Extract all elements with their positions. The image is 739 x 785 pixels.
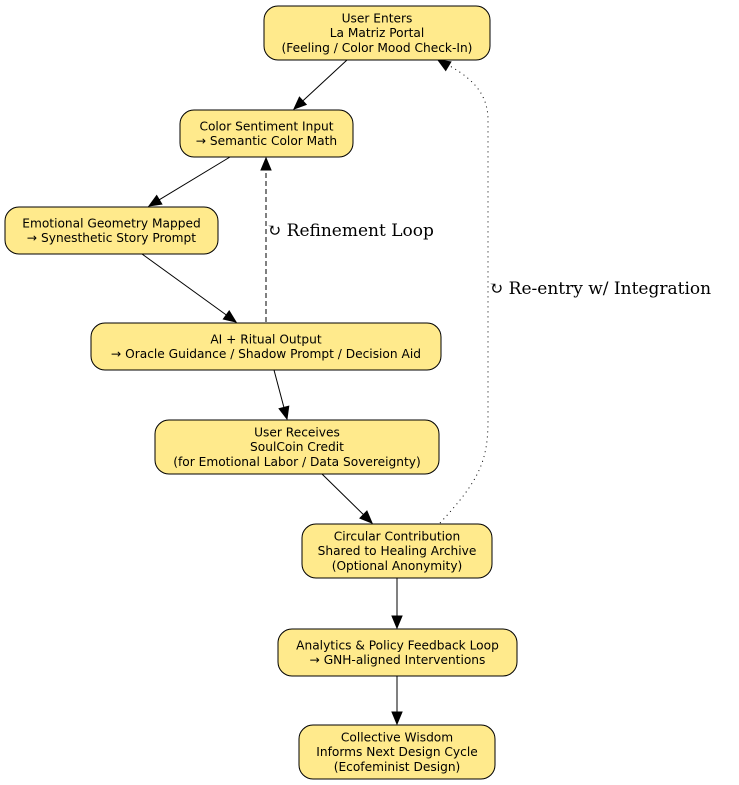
edge-ai-output-to-soulcoin [273, 369, 290, 421]
node-label-line: → Synesthetic Story Prompt [27, 231, 196, 245]
arrowhead [436, 59, 452, 72]
node-box [301, 523, 493, 579]
edge-line [157, 156, 231, 202]
edge-label: ↻ Refinement Loop [267, 221, 434, 241]
node-box [298, 724, 496, 780]
arrowhead [278, 405, 290, 421]
arrowhead [147, 194, 163, 207]
edge-line [321, 473, 366, 517]
arrowhead [222, 310, 238, 323]
node-label-line: La Matriz Portal [330, 26, 425, 40]
edge-contribution-to-portal: ↻ Re-entry w/ Integration [436, 59, 711, 524]
node-label-line: Emotional Geometry Mapped [22, 216, 200, 230]
node-label-line: SoulCoin Credit [250, 440, 344, 454]
edge-label: ↻ Re-entry w/ Integration [489, 279, 711, 299]
node-box [277, 628, 518, 677]
node-label-line: User Enters [342, 12, 413, 26]
node-label-line: Collective Wisdom [341, 731, 453, 745]
node-box [179, 109, 354, 158]
node-box [90, 322, 442, 371]
edge-layer: ↻ Refinement Loop ↻ Re-entry w/ Integrati… [141, 59, 711, 726]
node-color-input: Color Sentiment Input→ Semantic Color Ma… [179, 109, 354, 158]
node-label-line: → Oracle Guidance / Shadow Prompt / Deci… [111, 347, 421, 361]
node-label-line: Color Sentiment Input [199, 119, 333, 133]
arrowhead [391, 711, 403, 726]
node-label-line: (Feeling / Color Mood Check-In) [282, 41, 473, 55]
node-ai-output: AI + Ritual Output→ Oracle Guidance / Sh… [90, 322, 442, 371]
node-box [154, 419, 440, 475]
arrowhead [260, 156, 272, 171]
node-label-line: Analytics & Policy Feedback Loop [296, 638, 499, 652]
node-label-line: AI + Ritual Output [210, 332, 322, 346]
node-label-line: (Optional Anonymity) [332, 559, 463, 573]
edge-ai-output-to-color-input: ↻ Refinement Loop [260, 156, 434, 322]
node-label-line: (for Emotional Labor / Data Sovereignty) [173, 455, 421, 469]
edge-line [437, 59, 489, 524]
arrowhead [293, 96, 308, 110]
node-label-line: → Semantic Color Math [196, 134, 337, 148]
node-label-line: → GNH-aligned Interventions [310, 653, 486, 667]
edge-analytics-to-wisdom [391, 676, 403, 726]
node-label-line: (Ecofeminist Design) [334, 760, 461, 774]
edge-line [141, 253, 229, 317]
arrowhead [359, 510, 373, 524]
node-box [4, 206, 219, 255]
edge-color-input-to-geometry [147, 156, 231, 207]
node-label-line: User Receives [254, 426, 340, 440]
edge-soulcoin-to-contribution [321, 473, 373, 524]
edge-portal-to-color-input [293, 59, 348, 110]
node-label-line: Informs Next Design Cycle [316, 745, 477, 759]
node-analytics: Analytics & Policy Feedback Loop→ GNH-al… [277, 628, 518, 677]
node-label-line: Circular Contribution [334, 530, 460, 544]
edge-geometry-to-ai-output [141, 253, 238, 323]
edge-line [273, 369, 285, 410]
node-geometry: Emotional Geometry Mapped→ Synesthetic S… [4, 206, 219, 255]
node-box [263, 5, 491, 61]
node-label-line: Shared to Healing Archive [318, 544, 477, 558]
arrowhead [391, 615, 403, 630]
edge-contribution-to-analytics [391, 578, 403, 630]
edge-line [301, 59, 348, 103]
